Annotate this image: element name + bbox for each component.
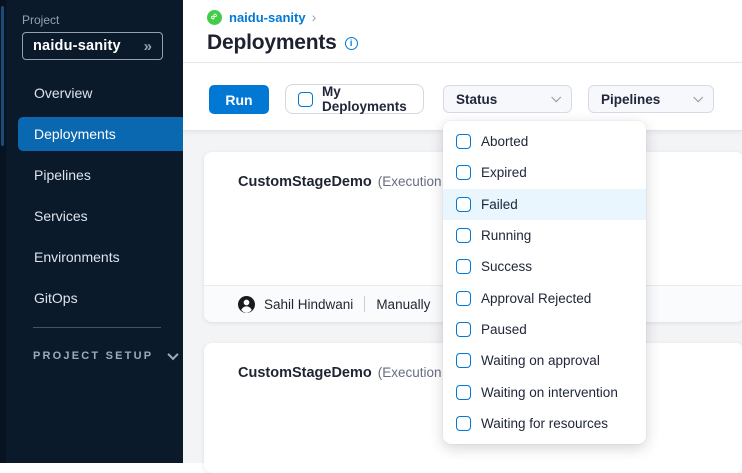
status-option-label: Success [481, 259, 533, 275]
checkbox[interactable] [456, 196, 471, 212]
sidebar-item-label: Environments [34, 248, 120, 265]
sidebar-item-deployments[interactable]: Deployments [18, 116, 183, 151]
sidebar-item-label: Services [34, 207, 88, 224]
breadcrumb-project-link[interactable]: naidu-sanity [229, 9, 306, 25]
info-icon[interactable]: i [344, 36, 358, 50]
sidebar-item-label: Overview [34, 84, 93, 101]
status-option-running[interactable]: Running [443, 220, 646, 251]
my-deployments-filter[interactable]: My Deployments [285, 84, 424, 114]
checkbox[interactable] [456, 321, 471, 337]
pipelines-filter-dropdown[interactable]: Pipelines [588, 85, 714, 113]
checkbox[interactable] [456, 228, 471, 244]
sidebar-item-pipelines[interactable]: Pipelines [0, 154, 183, 195]
deployment-title: CustomStageDemo (Execution Id [204, 152, 742, 191]
my-deployments-label: My Deployments [322, 84, 407, 114]
status-option-label: Failed [481, 196, 518, 212]
deployment-title: CustomStageDemo (Execution Id [204, 343, 742, 382]
sidebar-item-overview[interactable]: Overview [0, 72, 183, 113]
status-option-approval-rejected[interactable]: Approval Rejected [443, 282, 646, 313]
status-option-label: Aborted [481, 134, 529, 150]
chevron-down-icon [693, 91, 704, 102]
chevron-down-icon [551, 91, 562, 102]
user-avatar-icon [238, 295, 255, 313]
pipelines-filter-label: Pipelines [601, 91, 661, 107]
checkbox[interactable] [456, 353, 471, 369]
execution-id-text: (Execution Id [377, 365, 457, 380]
breadcrumb: ∞ naidu-sanity › [207, 9, 316, 25]
module-rail [0, 0, 6, 463]
my-deployments-checkbox[interactable] [298, 91, 313, 107]
triggered-by-user: Sahil Hindwani [264, 296, 354, 312]
pipeline-name: CustomStageDemo [238, 365, 372, 381]
cd-module-icon: ∞ [207, 9, 222, 25]
status-option-label: Expired [481, 165, 527, 181]
project-setup-label: PROJECT SETUP [33, 350, 154, 362]
status-option-aborted[interactable]: Aborted [443, 126, 646, 157]
status-option-success[interactable]: Success [443, 251, 646, 282]
footer-divider [364, 296, 366, 312]
status-option-label: Waiting for resources [481, 415, 609, 431]
execution-id-text: (Execution Id [377, 174, 457, 189]
status-option-label: Running [481, 228, 532, 244]
double-chevron-icon[interactable]: » [143, 37, 152, 55]
pipeline-name: CustomStageDemo [238, 174, 372, 190]
sidebar-item-services[interactable]: Services [0, 195, 183, 236]
status-option-waiting-on-intervention[interactable]: Waiting on intervention [443, 376, 646, 407]
status-option-label: Paused [481, 321, 527, 337]
sidebar-item-label: GitOps [34, 289, 78, 306]
chevron-right-icon: › [311, 9, 317, 25]
status-option-expired[interactable]: Expired [443, 157, 646, 188]
project-sidebar: Project naidu-sanity » Overview Deployme… [0, 0, 183, 463]
status-filter-menu: Aborted Expired Failed Running Success A… [443, 121, 646, 444]
checkbox[interactable] [456, 134, 471, 150]
checkbox[interactable] [456, 290, 471, 306]
title-row: Deployments i [207, 31, 358, 55]
run-button[interactable]: Run [209, 85, 269, 114]
sidebar-divider [33, 327, 161, 328]
project-name: naidu-sanity [33, 38, 121, 54]
toolbar: Run My Deployments Status Pipelines [183, 63, 742, 131]
checkbox[interactable] [456, 259, 471, 275]
sidebar-item-environments[interactable]: Environments [0, 236, 183, 277]
status-option-failed[interactable]: Failed [443, 188, 646, 220]
status-option-waiting-for-resources[interactable]: Waiting for resources [443, 408, 646, 439]
page-header: ∞ naidu-sanity › Deployments i [183, 0, 742, 63]
sidebar-item-label: Pipelines [34, 166, 91, 183]
status-option-label: Waiting on intervention [481, 384, 618, 400]
checkbox[interactable] [456, 415, 471, 431]
status-option-label: Waiting on approval [481, 353, 600, 369]
status-option-waiting-on-approval[interactable]: Waiting on approval [443, 345, 646, 376]
checkbox[interactable] [456, 384, 471, 400]
chevron-down-icon [167, 348, 179, 361]
checkbox[interactable] [456, 165, 471, 181]
status-filter-dropdown[interactable]: Status [443, 85, 572, 113]
status-option-label: Approval Rejected [481, 290, 592, 306]
project-label: Project [22, 13, 60, 27]
project-setup-toggle[interactable]: PROJECT SETUP [33, 348, 179, 362]
sidebar-item-label: Deployments [34, 125, 116, 142]
page-title: Deployments [207, 31, 337, 54]
sidebar-nav: Overview Deployments Pipelines Services … [0, 72, 183, 318]
sidebar-item-gitops[interactable]: GitOps [0, 277, 183, 318]
status-filter-label: Status [456, 91, 498, 107]
module-rail-accent [1, 6, 4, 146]
project-selector[interactable]: naidu-sanity » [22, 32, 163, 60]
trigger-type: Manually [376, 296, 431, 312]
status-option-paused[interactable]: Paused [443, 314, 646, 345]
